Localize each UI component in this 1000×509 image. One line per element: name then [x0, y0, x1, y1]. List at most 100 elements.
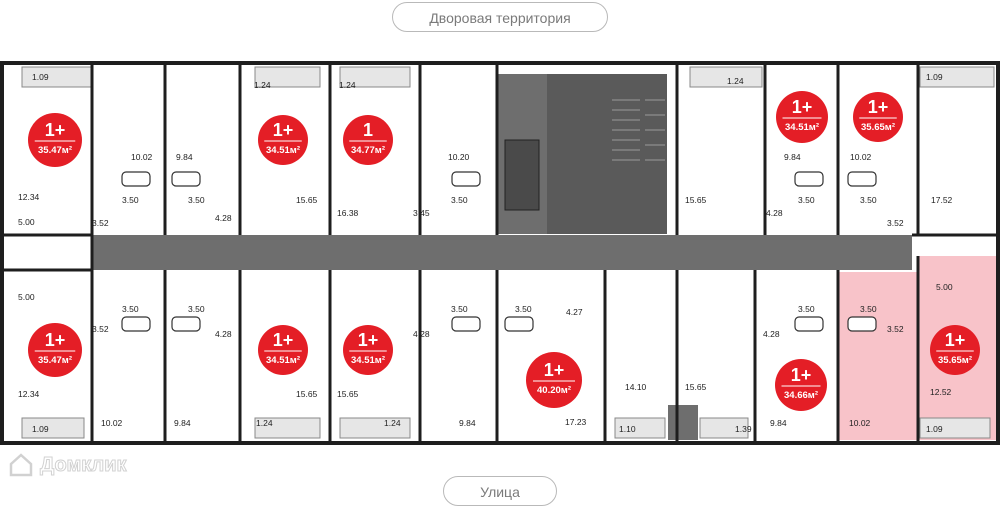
highlighted-apartment[interactable]	[838, 272, 918, 440]
room-area-label: 5.00	[936, 282, 953, 292]
apartment-area: 35.65м²	[861, 122, 895, 133]
lower-stair	[668, 405, 698, 440]
room-area-label: 1.24	[256, 418, 273, 428]
room-area-label: 3.50	[798, 304, 815, 314]
stair-steps	[612, 99, 665, 161]
apartment-type: 1+	[45, 330, 66, 350]
room-area-label: 15.65	[685, 382, 707, 392]
room-area-label: 17.52	[931, 195, 953, 205]
apartment-badge[interactable]: 1+ 34.51м²	[343, 325, 393, 375]
walls	[2, 63, 998, 443]
apartment-type: 1+	[945, 330, 966, 350]
apartment-badge[interactable]: 1+ 34.51м²	[776, 91, 828, 143]
balconies	[21, 66, 995, 439]
apartment-badge[interactable]: 1+35.47м²	[28, 323, 82, 377]
room-area-label: 3.52	[92, 324, 109, 334]
room-area-label: 1.39	[735, 424, 752, 434]
home-logo-icon	[9, 453, 33, 477]
watermark: Домклик	[8, 452, 127, 478]
room-area-label: 4.28	[413, 329, 430, 339]
apartment-badge[interactable]: 1+ 34.51м²	[258, 325, 308, 375]
street-label: Улица	[443, 476, 557, 506]
room-area-label: 4.28	[215, 329, 232, 339]
apartment-badge[interactable]: 1+ 35.47м²	[28, 113, 82, 167]
apartment-type: 1+	[273, 120, 294, 140]
room-area-label: 10.02	[849, 418, 871, 428]
badge-circle	[853, 92, 903, 142]
room-area-label: 12.52	[930, 387, 952, 397]
apartment-badge[interactable]: 1+40.20м²	[526, 352, 582, 408]
badge-circle	[28, 113, 82, 167]
room-area-label: 3.52	[887, 218, 904, 228]
room-area-label: 1.09	[32, 72, 49, 82]
room-labels: 1.09 1.24 1.24 1.24 1.09 10.02 9.84 10.20 9.84 10…	[18, 72, 953, 434]
room-area-label: 9.84	[176, 152, 193, 162]
room-area-label: 3.50	[188, 195, 205, 205]
apartment-badge[interactable]: 1+ 35.65м²	[853, 92, 903, 142]
badge-circle	[28, 323, 82, 377]
room-area-label: 1.09	[926, 72, 943, 82]
apartment-badge[interactable]: 1+34.51м²	[258, 115, 308, 165]
apartment-type: 1+	[45, 120, 66, 140]
room-area-label: 9.84	[784, 152, 801, 162]
room-area-label: 3.50	[515, 304, 532, 314]
room-area-label: 10.20	[448, 152, 470, 162]
apartment-area: 34.51м²	[785, 122, 819, 133]
room-area-label: 9.84	[770, 418, 787, 428]
apartment-area: 35.47м²	[38, 145, 72, 156]
room-area-label: 4.28	[215, 213, 232, 223]
apartment-badges: 1+ 35.47м² 1+ 34.51м² 1 34.77м² 1+ 34.51м² 1+ 35.…	[28, 91, 980, 411]
room-area-label: 4.28	[763, 329, 780, 339]
corridor	[92, 235, 912, 270]
room-area-label: 3.50	[860, 195, 877, 205]
room-area-label: 1.24	[254, 80, 271, 90]
floor-plan: 1.09 1.24 1.24 1.24 1.09 10.02 9.84 10.20 9.84 10…	[0, 61, 1000, 445]
watermark-text: Домклик	[40, 453, 128, 476]
room-area-label: 10.02	[131, 152, 153, 162]
room-area-label: 4.28	[766, 208, 783, 218]
apartment-type: 1+	[868, 97, 889, 117]
stair-core	[547, 74, 667, 234]
courtyard-label: Дворовая территория	[392, 2, 608, 32]
room-area-label: 15.65	[296, 195, 318, 205]
apartment-area: 34.77м²	[351, 145, 385, 156]
room-area-label: 1.10	[619, 424, 636, 434]
room-area-label: 14.10	[625, 382, 647, 392]
room-area-label: 3.50	[122, 195, 139, 205]
room-area-label: 17.23	[565, 417, 587, 427]
apartment-area: 34.51м²	[351, 355, 385, 366]
badge-circle	[776, 91, 828, 143]
badge-circle	[526, 352, 582, 408]
elevator-shaft	[504, 139, 540, 211]
room-area-label: 10.02	[101, 418, 123, 428]
room-area-label: 1.09	[926, 424, 943, 434]
room-area-label: 5.00	[18, 217, 35, 227]
room-area-label: 9.84	[174, 418, 191, 428]
apartment-badge[interactable]: 1+34.66м²	[775, 359, 827, 411]
apartment-type: 1+	[273, 330, 294, 350]
room-area-label: 3.52	[887, 324, 904, 334]
room-area-label: 15.65	[685, 195, 707, 205]
apartment-area: 35.65м²	[938, 355, 972, 366]
room-area-label: 15.65	[296, 389, 318, 399]
apartment-badge[interactable]: 1 34.77м²	[343, 115, 393, 165]
room-area-label: 1.24	[384, 418, 401, 428]
room-area-label: 5.00	[18, 292, 35, 302]
room-area-label: 1.09	[32, 424, 49, 434]
room-area-label: 9.84	[459, 418, 476, 428]
apartment-type: 1	[363, 120, 373, 140]
apartment-type: 1+	[792, 97, 813, 117]
badge-circle	[258, 115, 308, 165]
room-area-label: 16.38	[337, 208, 359, 218]
apartment-area: 34.66м²	[784, 390, 818, 401]
badge-circle	[258, 325, 308, 375]
apartment-type: 1+	[358, 330, 379, 350]
room-area-label: 3.50	[188, 304, 205, 314]
room-area-label: 4.27	[566, 307, 583, 317]
apartment-badge[interactable]: 1+ 35.65м²	[930, 325, 980, 375]
room-area-label: 12.34	[18, 192, 40, 202]
apartment-type: 1+	[544, 360, 565, 380]
badge-circle	[775, 359, 827, 411]
room-area-label: 12.34	[18, 389, 40, 399]
apartment-area: 34.51м²	[266, 355, 300, 366]
